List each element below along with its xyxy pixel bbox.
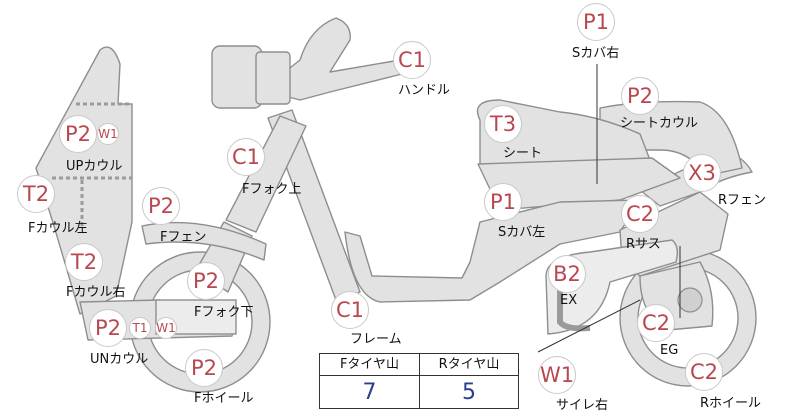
label-front-fork-upper: Fフォク上 [242, 182, 302, 197]
label-sub-cover-right: Sカバ右 [572, 46, 620, 61]
marker-engine: C2 [637, 304, 675, 342]
label-front-wheel: Fホイール [194, 391, 254, 406]
label-front-fender: Fフェン [160, 230, 207, 245]
marker-rear-suspension: C2 [621, 195, 659, 233]
marker-side-reflector: W1 [538, 356, 576, 394]
tread-value-front: 7 [362, 380, 377, 405]
marker-handle: C1 [393, 41, 431, 79]
marker-front-fork-upper: C1 [227, 138, 265, 176]
marker-sub-cover-right: P1 [577, 3, 615, 41]
front-cowl-shape [35, 46, 133, 315]
marker-exhaust: B2 [548, 255, 586, 293]
headlight-shape [211, 45, 291, 109]
label-front-cowl-left: Fカウル左 [28, 221, 88, 236]
marker-under-cowl-w: W1 [155, 317, 177, 339]
label-frame: フレーム [350, 332, 402, 347]
frame-shape [344, 199, 641, 303]
marker-under-cowl-t: T1 [129, 317, 151, 339]
marker-rear-wheel: C2 [685, 353, 723, 391]
label-rear-fender: Rフェン [718, 193, 767, 208]
marker-front-wheel: P2 [185, 349, 223, 387]
tread-header-rear: Rタイヤ山 [419, 354, 518, 376]
marker-seat-cowl: P2 [621, 77, 659, 115]
marker-frame: C1 [331, 291, 369, 329]
marker-rear-fender: X3 [683, 154, 721, 192]
front-fender-shape [141, 221, 267, 261]
marker-up-cowl-w: W1 [97, 123, 119, 145]
label-side-reflector: サイレ右 [556, 398, 609, 413]
label-rear-wheel: Rホイール [700, 396, 762, 411]
tire-tread-table: Fタイヤ山 Rタイヤ山 7 5 [319, 353, 519, 409]
tread-header-front: Fタイヤ山 [339, 357, 400, 372]
marker-seat: T3 [484, 105, 522, 143]
label-sub-cover-left: Sカバ左 [498, 225, 546, 240]
label-up-cowl: UPカウル [66, 159, 123, 174]
label-rear-suspension: Rサス [626, 237, 661, 252]
label-engine: EG [660, 343, 679, 358]
marker-front-cowl-left: T2 [17, 175, 55, 213]
marker-front-fork-lower: P2 [187, 262, 225, 300]
marker-front-cowl-right: T2 [65, 243, 103, 281]
marker-front-fender: P2 [142, 187, 180, 225]
tread-value-rear: 5 [419, 376, 518, 409]
handlebar-shape [261, 17, 403, 101]
marker-under-cowl: P2 [89, 309, 127, 347]
marker-sub-cover-left: P1 [484, 183, 522, 221]
label-seat-cowl: シートカウル [620, 116, 699, 131]
label-handle: ハンドル [398, 83, 451, 98]
label-front-cowl-right: Fカウル右 [66, 285, 126, 300]
label-seat: シート [503, 146, 543, 161]
label-exhaust: EX [560, 293, 578, 308]
marker-up-cowl: P2 [59, 115, 97, 153]
label-front-fork-lower: Fフォク下 [194, 305, 254, 320]
label-under-cowl: UNカウル [90, 352, 149, 367]
